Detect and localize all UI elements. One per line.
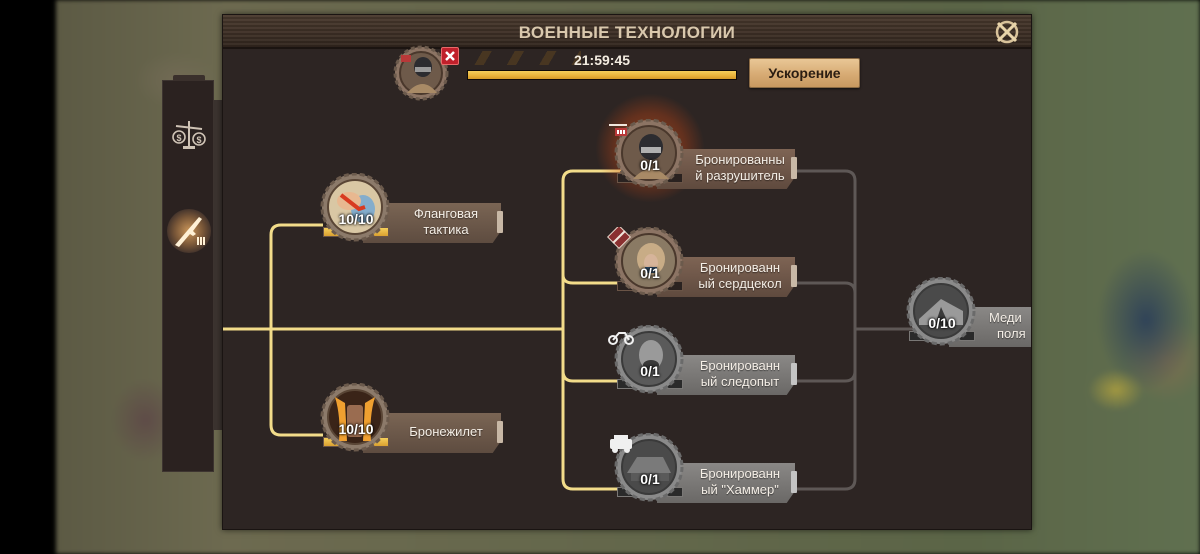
node-level: 0/1 (640, 265, 660, 281)
close-x-icon (995, 20, 1019, 44)
node-plate-cap (497, 421, 503, 443)
armored-heartbreaker-icon (614, 227, 684, 296)
scales-dollar-icon: $ $ (172, 121, 206, 149)
armored-hummer-icon (614, 433, 684, 502)
tech-tree-connectors (223, 169, 913, 491)
rifle-icon (175, 217, 205, 247)
jeep-badge-icon (610, 435, 632, 453)
tactics-map-icon (320, 173, 390, 242)
hazard-stripes (471, 51, 581, 65)
node-level: 0/1 (640, 471, 660, 487)
node-plate-cap (497, 211, 503, 233)
node-plate-cap (791, 157, 797, 179)
tab-economy[interactable]: $ $ (163, 109, 215, 161)
tab-military[interactable] (163, 205, 215, 257)
node-plate-cap (791, 363, 797, 385)
motorcycle-badge-icon (608, 332, 634, 345)
research-progress-bar (467, 70, 737, 80)
syringe-badge-icon (607, 227, 632, 249)
research-progress-fill (468, 71, 736, 79)
node-level: 0/10 (928, 315, 956, 331)
cancel-x-icon (445, 51, 455, 61)
svg-text:$: $ (176, 133, 181, 143)
window-title: ВОЕННЫЕ ТЕХНОЛОГИИ (518, 23, 736, 42)
window-title-bar: ВОЕННЫЕ ТЕХНОЛОГИИ (223, 15, 1031, 49)
node-level: 10/10 (338, 421, 374, 437)
armored-soldier-icon (393, 45, 449, 101)
infantry-badge-icon (609, 124, 627, 136)
side-rail (214, 100, 222, 430)
node-name: Бронежилет (409, 424, 483, 439)
close-button[interactable] (991, 18, 1023, 46)
node-plate-cap (791, 265, 797, 287)
body-armor-icon (320, 383, 390, 452)
research-timer: 21:59:45 (573, 52, 631, 68)
armored-destroyer-icon (614, 119, 684, 188)
category-sidebar: $ $ (162, 75, 215, 472)
current-research (393, 45, 467, 105)
sidebar-cap (173, 75, 205, 81)
node-level: 10/10 (338, 211, 374, 227)
speedup-button[interactable]: Ускорение (749, 58, 860, 88)
cancel-research-button[interactable] (441, 47, 459, 65)
svg-text:$: $ (196, 135, 201, 145)
node-plate-cap (791, 471, 797, 493)
node-level: 0/1 (640, 157, 660, 173)
field-hospital-icon (906, 277, 976, 346)
screen-letterbox (0, 0, 56, 554)
node-level: 0/1 (640, 363, 660, 379)
tech-node-body-armor[interactable]: 10/10 Бронежилет (319, 383, 503, 455)
